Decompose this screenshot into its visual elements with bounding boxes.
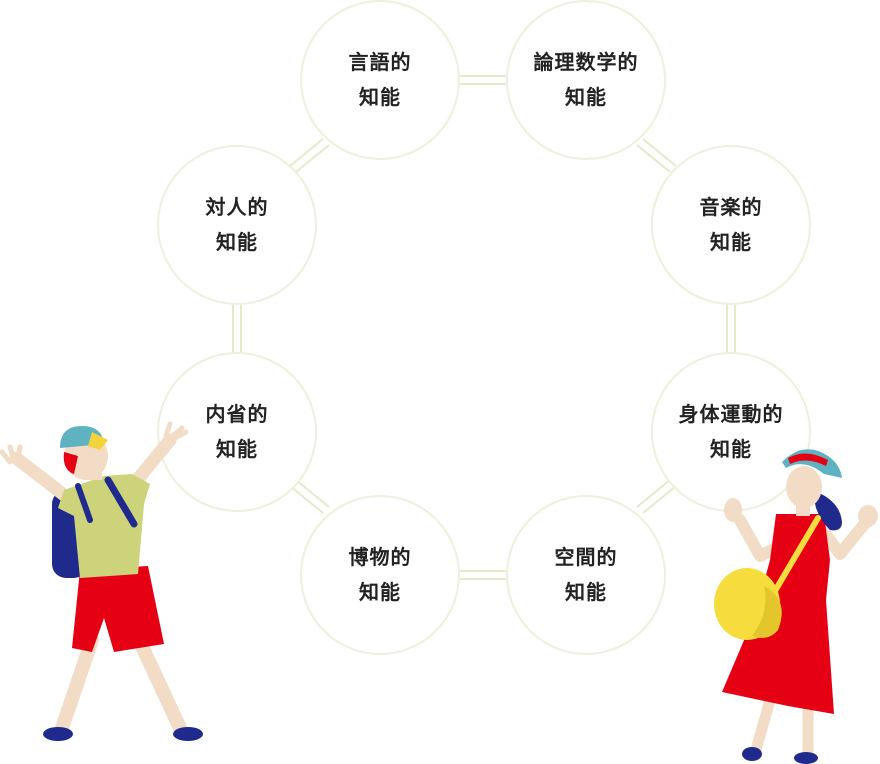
girl-left-hand [724,498,742,522]
boy-left-hand [0,444,23,465]
connector-musical-bodily [726,302,736,354]
node-linguistic: 言語的 知能 [300,0,460,160]
node-spatial-line1: 空間的 [554,545,618,569]
connector-interpersonal-linguistic [289,138,330,173]
boy-figure [0,421,203,741]
connector-bodily-spatial [636,479,677,514]
node-spatial: 空間的 知能 [506,495,666,655]
node-interpersonal-line2: 知能 [216,230,258,254]
node-interpersonal-line1: 対人的 [205,195,269,219]
node-bodily-kinesthetic: 身体運動的 知能 [651,352,811,512]
node-logical-mathematical: 論理数学的 知能 [506,0,666,160]
node-logical-line2: 知能 [565,85,607,109]
boy-right-leg [133,635,187,735]
connector-intrapersonal-interpersonal [232,302,242,354]
bag-strap [769,515,821,599]
connector-linguistic-logical [460,75,506,85]
boy-right-shoe [173,727,203,741]
node-musical-line1: 音楽的 [699,195,763,219]
node-naturalist-line2: 知能 [359,580,401,604]
girl-right-arm [818,516,872,560]
girl-left-leg [750,694,776,756]
node-naturalist-line1: 博物的 [348,545,412,569]
node-intrapersonal-line2: 知能 [216,437,258,461]
node-bodily-line2: 知能 [710,437,752,461]
girl-left-shoe [742,747,762,761]
backpack-strap [104,476,138,528]
girl-left-arm [734,514,782,562]
node-musical: 音楽的 知能 [651,145,811,305]
node-linguistic-line1: 言語的 [348,50,412,74]
node-spatial-line2: 知能 [565,580,607,604]
node-musical-line2: 知能 [710,230,752,254]
node-intrapersonal-line1: 内省的 [205,402,269,426]
node-naturalist: 博物的 知能 [300,495,460,655]
girl-head [786,466,822,508]
node-linguistic-line2: 知能 [359,85,401,109]
girl-hair [812,490,842,531]
node-bodily-line1: 身体運動的 [678,402,784,426]
connector-spatial-naturalist [460,570,506,580]
node-logical-line1: 論理数学的 [533,50,639,74]
boy-shorts [72,566,164,652]
connector-naturalist-intrapersonal [289,479,330,514]
boy-left-leg [55,633,99,735]
girl-right-shoe [794,752,818,764]
boy-left-shoe [43,727,73,741]
girl-figure [714,449,878,764]
girl-right-hand [858,505,878,527]
connector-logical-musical [636,138,677,173]
node-interpersonal: 対人的 知能 [157,145,317,305]
boy-right-hand [163,421,189,445]
